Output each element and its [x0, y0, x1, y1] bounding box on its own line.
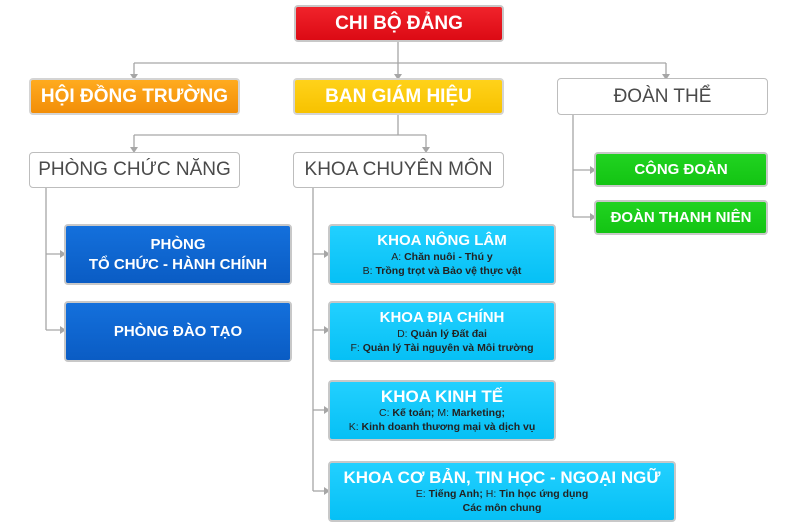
node-label: CÔNG ĐOÀN: [634, 161, 728, 178]
node-doan-the: ĐOÀN THỂ: [557, 78, 768, 115]
node-label: PHÒNG CHỨC NĂNG: [38, 159, 231, 180]
node-khoa-co-ban-tin-hoc-ngoai-ngu: KHOA CƠ BẢN, TIN HỌC - NGOẠI NGỮ E: Tiến…: [328, 461, 676, 522]
node-khoa-dia-chinh: KHOA ĐỊA CHÍNH D: Quản lý Đất đai F: Quả…: [328, 301, 556, 362]
khoa-major-line2: Các môn chung: [462, 502, 542, 514]
khoa-title: KHOA NÔNG LÂM: [377, 232, 507, 249]
node-doan-thanh-nien: ĐOÀN THANH NIÊN: [594, 200, 768, 235]
node-label: HỘI ĐỒNG TRƯỜNG: [40, 85, 229, 107]
node-khoa-chuyen-mon: KHOA CHUYÊN MÔN: [293, 152, 504, 188]
node-phong-dao-tao: PHÒNG ĐÀO TẠO: [64, 301, 292, 362]
node-label: KHOA CHUYÊN MÔN: [304, 159, 493, 180]
node-label: CHI BỘ ĐẢNG: [335, 12, 463, 34]
node-label: BAN GIÁM HIỆU: [325, 85, 472, 107]
khoa-major-line1: A: Chăn nuôi - Thú y: [391, 251, 493, 263]
khoa-major-line1: E: Tiếng Anh; H: Tin học ứng dụng: [415, 488, 589, 500]
node-label: PHÒNG ĐÀO TẠO: [113, 322, 243, 340]
khoa-title: KHOA KINH TẾ: [380, 387, 504, 406]
khoa-major-line2: K: Kinh doanh thương mại và dịch vụ: [348, 421, 536, 433]
node-label: ĐOÀN THỂ: [613, 85, 712, 107]
node-label-line2: TỔ CHỨC - HÀNH CHÍNH: [88, 255, 268, 273]
node-khoa-nong-lam: KHOA NÔNG LÂM A: Chăn nuôi - Thú y B: Tr…: [328, 224, 556, 285]
khoa-title: KHOA ĐỊA CHÍNH: [379, 309, 505, 326]
node-label: ĐOÀN THANH NIÊN: [610, 209, 752, 226]
khoa-major-line1: D: Quản lý Đất đai: [397, 328, 487, 340]
node-label-line1: PHÒNG: [150, 235, 206, 253]
node-phong-chuc-nang: PHÒNG CHỨC NĂNG: [29, 152, 240, 188]
node-khoa-kinh-te: KHOA KINH TẾ C: Kế toán; M: Marketing; K…: [328, 380, 556, 441]
khoa-major-line1: C: Kế toán; M: Marketing;: [378, 407, 505, 419]
khoa-major-line2: B: Trồng trọt và Bảo vệ thực vật: [362, 265, 522, 277]
node-ban-giam-hieu: BAN GIÁM HIỆU: [293, 78, 504, 115]
node-phong-to-chuc-hanh-chinh: PHÒNG TỔ CHỨC - HÀNH CHÍNH: [64, 224, 292, 285]
node-hoi-dong-truong: HỘI ĐỒNG TRƯỜNG: [29, 78, 240, 115]
node-cong-doan: CÔNG ĐOÀN: [594, 152, 768, 187]
khoa-title: KHOA CƠ BẢN, TIN HỌC - NGOẠI NGỮ: [343, 468, 661, 487]
khoa-major-line2: F: Quản lý Tài nguyên và Môi trường: [350, 342, 534, 354]
node-chi-bo-dang: CHI BỘ ĐẢNG: [294, 5, 504, 42]
